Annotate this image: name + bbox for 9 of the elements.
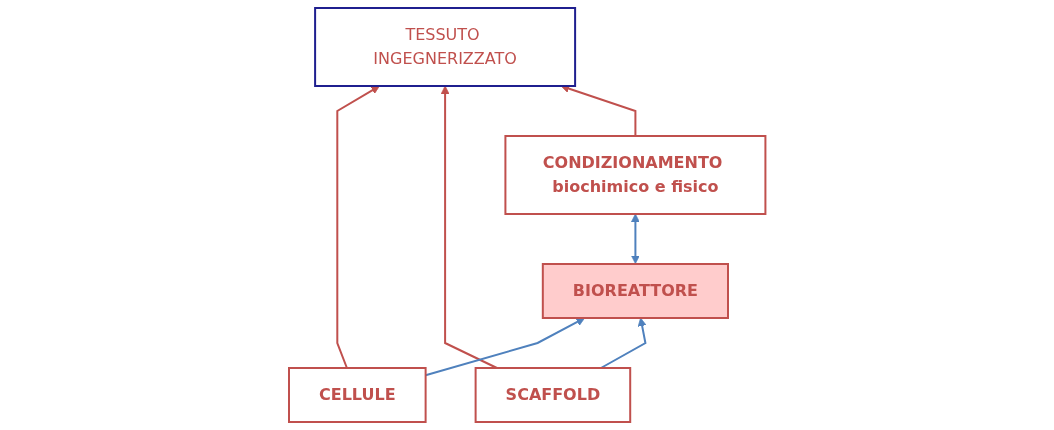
node-box: CELLULE	[287, 367, 427, 423]
arrow	[599, 317, 647, 369]
arrow	[440, 85, 498, 369]
node-box: BIOREATTORE	[541, 263, 729, 319]
arrow	[336, 85, 380, 369]
arrow	[630, 213, 640, 264]
node-box: CONDIZIONAMENTO biochimico e fisico	[504, 135, 767, 215]
node-box: SCAFFOLD	[474, 367, 631, 423]
node-box: TESSUTO INGEGNERIZZATO	[313, 7, 576, 87]
